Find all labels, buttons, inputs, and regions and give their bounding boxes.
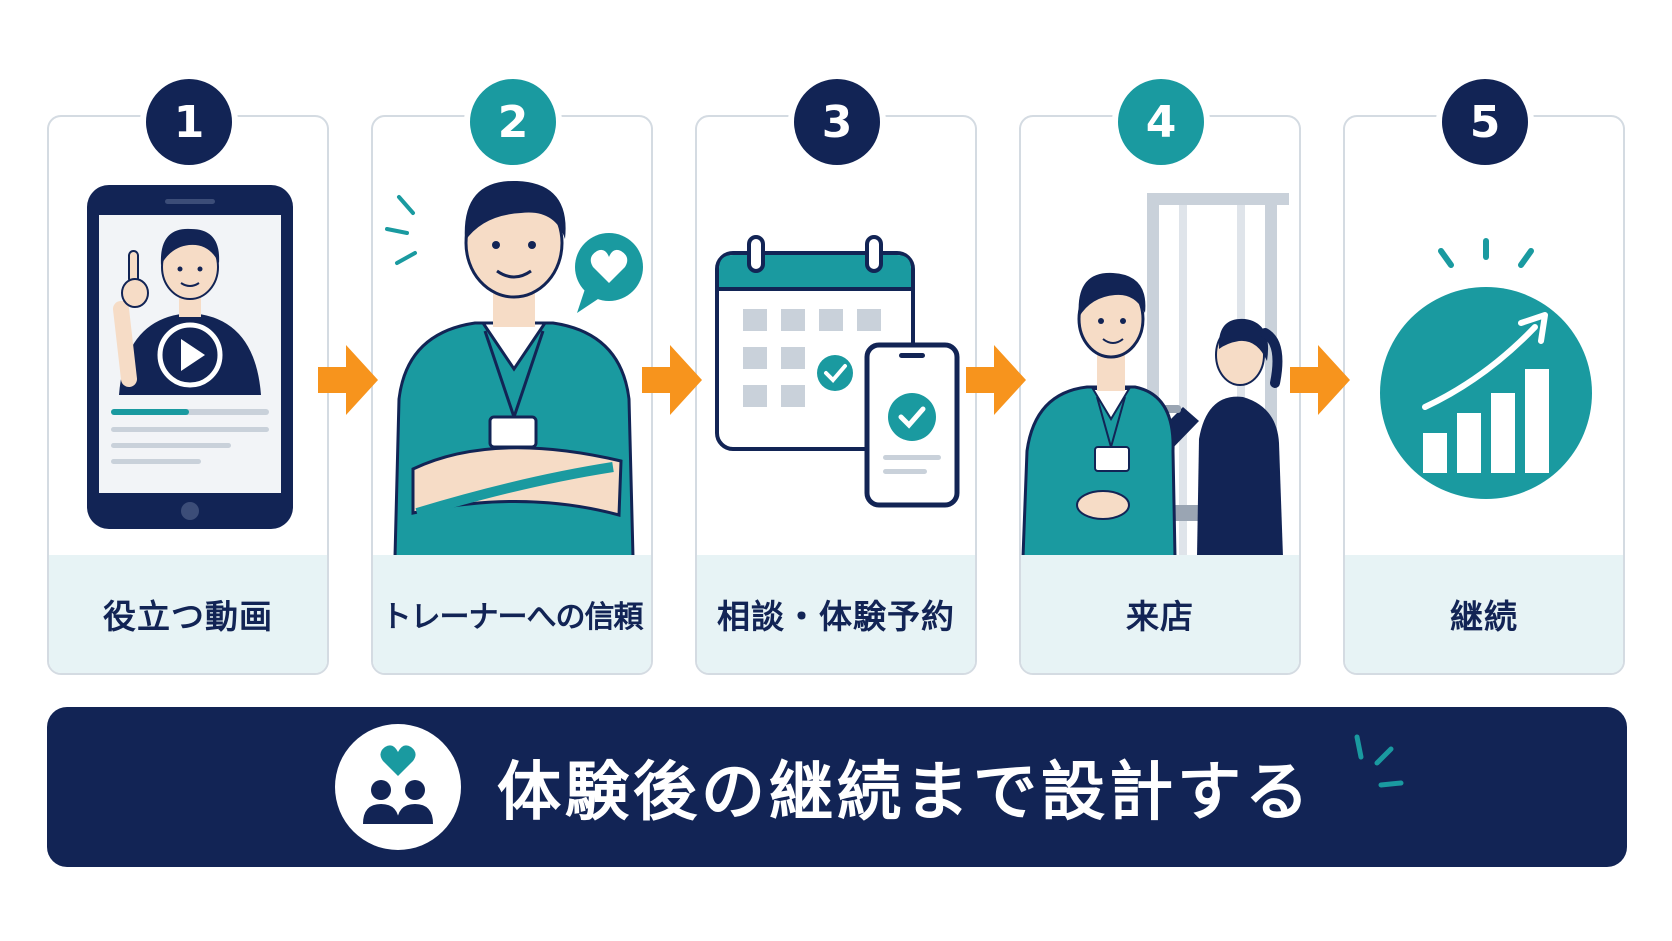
step-label-1: 役立つ動画 [49,555,327,673]
step-number-2: 2 [464,73,562,171]
arrow-right-icon [1290,345,1350,415]
growth-chart-icon [1380,238,1592,499]
step-label-5: 継続 [1345,555,1623,673]
calendar-check-icon [715,235,960,508]
step-number-3: 3 [788,73,886,171]
arrow-right-icon [318,345,378,415]
step-number-5: 5 [1436,73,1534,171]
gym-visit-icon [1021,193,1289,557]
heart-people-icon [363,745,433,824]
video-phone-icon [87,185,293,529]
arrow-right-icon [642,345,702,415]
banner-text: 体験後の継続まで設計する [497,756,1313,830]
step-label-4: 来店 [1021,555,1299,673]
step-label-2: トレーナーへの信頼 [373,555,651,673]
arrow-right-icon [966,345,1026,415]
step-card-4: 来店 [1019,115,1301,675]
sparkle-icon [1354,734,1404,788]
step-card-5: 継続 [1343,115,1625,675]
step-label-3: 相談・体験予約 [697,555,975,673]
step-number-4: 4 [1112,73,1210,171]
step-number-1: 1 [140,73,238,171]
summary-banner: 体験後の継続まで設計する [47,707,1627,867]
trainer-icon [385,180,643,557]
step-card-1: 役立つ動画 [47,115,329,675]
step-card-3: 相談・体験予約 [695,115,977,675]
emblem [335,724,461,850]
step-card-2: トレーナーへの信頼 [371,115,653,675]
